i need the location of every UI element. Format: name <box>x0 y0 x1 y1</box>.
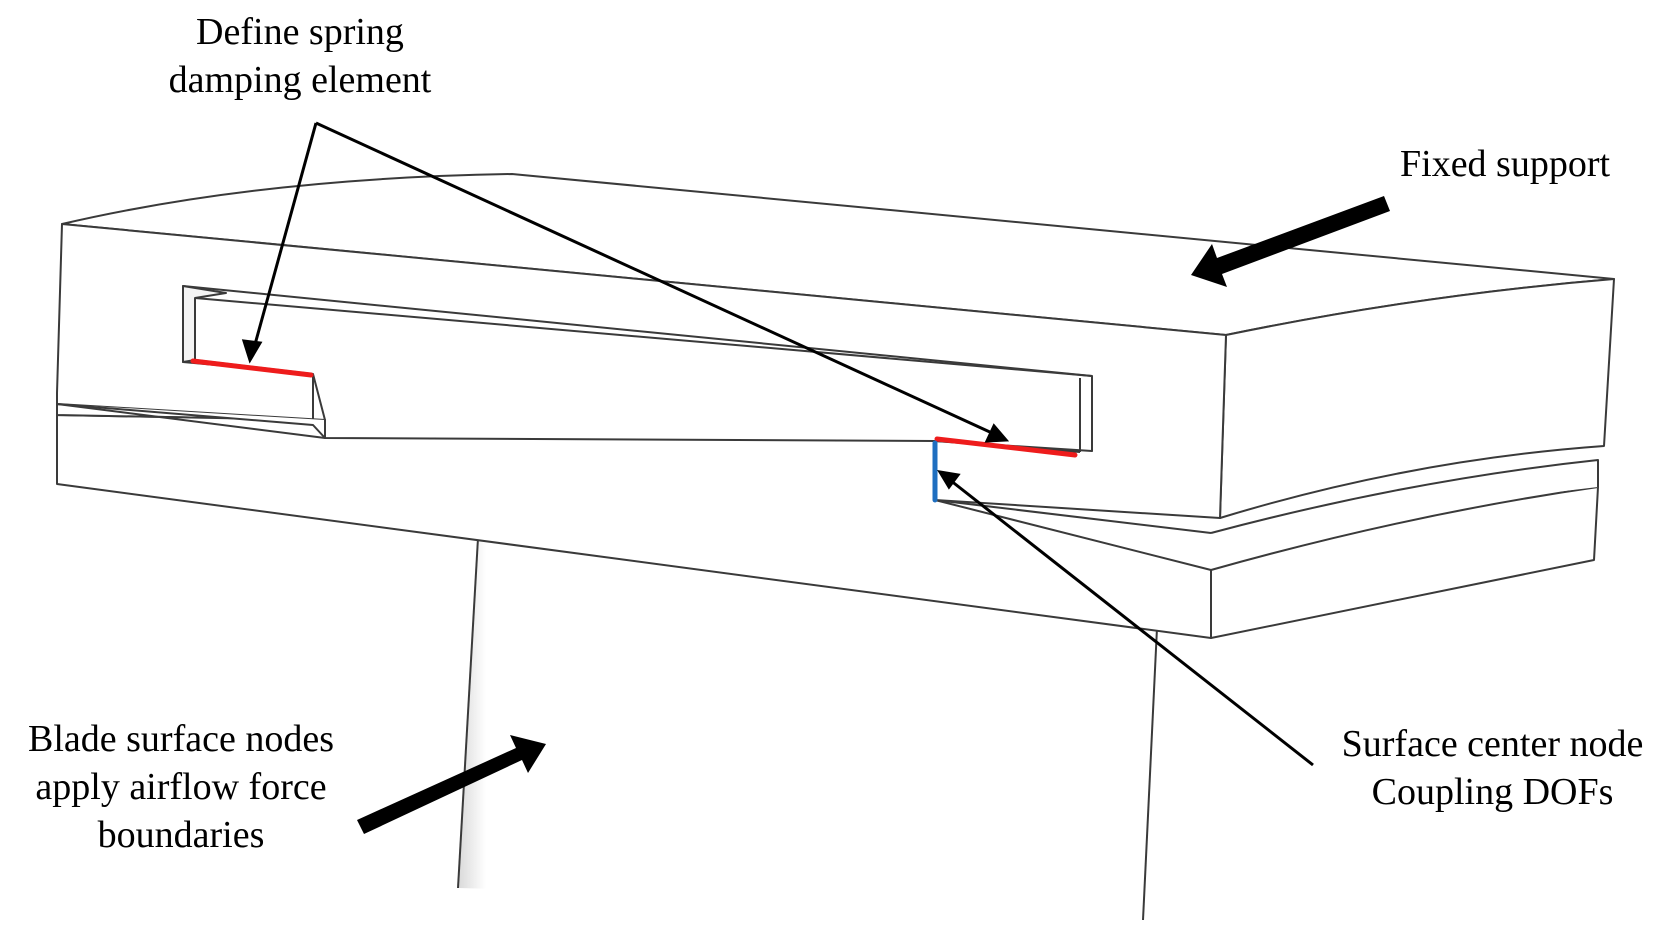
arrow-blade-force <box>357 735 546 834</box>
label-spring-line-1: Define spring <box>196 11 404 53</box>
leader-arrows <box>241 121 1314 767</box>
blade-body <box>457 537 1158 921</box>
spring-element-left <box>190 358 314 378</box>
label-blade-line-2: apply airflow force <box>35 766 327 808</box>
label-spring-line-2: damping element <box>168 59 432 101</box>
label-fixed-support: Fixed support <box>1400 140 1610 188</box>
label-blade-line-3: boundaries <box>97 814 265 856</box>
arrow-fixed-support <box>1191 196 1390 287</box>
arrow-coupling <box>949 478 1314 767</box>
bold-arrows <box>357 196 1390 834</box>
arrow-spring-right <box>315 121 993 435</box>
label-coupling-dofs: Surface center node Coupling DOFs <box>1320 720 1665 816</box>
spring-damping-elements <box>190 358 1078 458</box>
arrowhead-spring-left <box>241 339 263 364</box>
label-spring-damping: Define spring damping element <box>150 8 450 104</box>
upper-shroud <box>56 173 1615 519</box>
arrowhead-coupling <box>937 469 961 490</box>
spring-element-right <box>934 436 1078 458</box>
label-fixed-line-1: Fixed support <box>1400 143 1611 185</box>
label-coupling-line-1: Surface center node <box>1341 723 1644 765</box>
label-blade-line-1: Blade surface nodes <box>28 718 334 760</box>
label-coupling-line-2: Coupling DOFs <box>1371 771 1614 813</box>
arrowhead-spring-right <box>984 423 1010 443</box>
lower-shroud <box>56 403 1599 639</box>
arrow-spring-left <box>252 122 318 349</box>
label-blade-force: Blade surface nodes apply airflow force … <box>6 715 356 859</box>
